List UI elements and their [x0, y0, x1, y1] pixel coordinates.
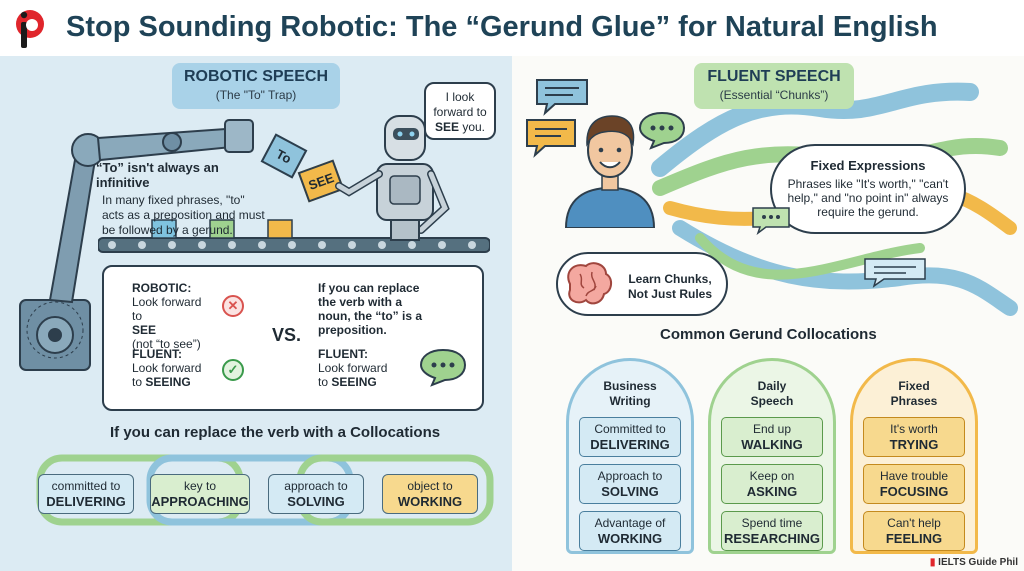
fluent-example-2-label: FLUENT:: [318, 347, 368, 361]
to-block-label: To: [273, 145, 295, 167]
collocation-chip-word: SOLVING: [287, 494, 345, 509]
person-icon: [564, 115, 656, 228]
comparison-box: ROBOTIC: Look forward to SEE (not “to se…: [102, 265, 484, 411]
business-writing-column: Business Writing Committed to DELIVERING…: [566, 358, 694, 554]
column-title: Business Writing: [603, 379, 657, 408]
speech-bubble-icon: [419, 348, 467, 387]
robotic-example-line2: to: [132, 309, 143, 323]
infinitive-note: “To” isn't always an infinitive In many …: [96, 160, 266, 238]
robot-bubble-see: SEE: [434, 120, 459, 134]
collocation-card: Approach to SOLVING: [579, 464, 681, 504]
collocation-card: End up WALKING: [721, 417, 823, 457]
cross-icon: ✕: [222, 295, 244, 317]
robotic-example-word: SEE: [132, 323, 157, 337]
gerund-collocations-heading: Common Gerund Collocations: [660, 326, 877, 343]
speech-bubble-icon: [864, 258, 926, 288]
fixed-expressions-heading: Fixed Expressions: [810, 158, 926, 173]
collocation-card: Spend time RESEARCHING: [721, 511, 823, 551]
page-title: Stop Sounding Robotic: The “Gerund Glue”…: [66, 11, 938, 43]
robotic-speech-label: ROBOTIC SPEECH (The "To" Trap): [172, 63, 340, 109]
replace-rule: If you can replace the verb with a noun,…: [318, 281, 422, 337]
fluent-example-word: SEEING: [145, 375, 191, 389]
robot-bubble-end: you.: [462, 120, 486, 134]
watermark-logo-icon: ▮: [929, 557, 936, 568]
logo-icon: [16, 10, 44, 48]
fixed-phrases-column: Fixed Phrases It's worth TRYING Have tro…: [850, 358, 978, 554]
fluent-example-2-word: SEEING: [331, 375, 377, 389]
column-title: Fixed Phrases: [890, 379, 938, 408]
header: Stop Sounding Robotic: The “Gerund Glue”…: [0, 0, 1024, 56]
speech-bubble-icon: [752, 207, 790, 235]
speech-bubble-icon: [536, 79, 588, 116]
learn-chunks-text: Learn Chunks, Not Just Rules: [622, 272, 718, 302]
learn-chunks-line2: Not Just Rules: [627, 287, 712, 301]
fixed-expressions-body: Phrases like "It's worth," "can't help,"…: [787, 177, 949, 219]
robotic-example-line1: Look forward: [132, 295, 202, 309]
fluent-example-2-line2: to: [318, 375, 329, 389]
collocation-chip-word: APPROACHING: [151, 494, 249, 509]
robotic-speech-title: ROBOTIC SPEECH: [183, 68, 328, 85]
speech-bubble-icon: [526, 119, 576, 158]
column-title: Daily Speech: [750, 379, 794, 408]
robotic-example: ROBOTIC: Look forward to SEE (not “to se…: [132, 281, 222, 351]
collocation-chip-word: DELIVERING: [46, 494, 126, 509]
collocation-card: Committed to DELIVERING: [579, 417, 681, 457]
collocation-chip-top: approach to: [284, 479, 348, 493]
fluent-example-line1: Look forward: [132, 361, 202, 375]
fluent-example-2: FLUENT: Look forward to SEEING: [318, 347, 408, 389]
robot-speech-bubble: I look forward to SEE you.: [424, 82, 496, 140]
fluent-example-2-line1: Look forward: [318, 361, 388, 375]
infinitive-note-heading: “To” isn't always an infinitive: [96, 160, 219, 190]
brain-icon: [567, 262, 612, 305]
fluent-speech-label: FLUENT SPEECH (Essential “Chunks”): [694, 63, 854, 109]
fixed-expressions-cloud: Fixed Expressions Phrases like "It's wor…: [770, 144, 966, 234]
daily-speech-column: Daily Speech End up WALKING Keep on ASKI…: [708, 358, 836, 554]
collocation-card: Advantage of WORKING: [579, 511, 681, 551]
left-collocations-heading: If you can replace the verb with a Collo…: [110, 424, 441, 441]
collocation-chip: approach to SOLVING: [268, 474, 364, 514]
robot-bubble-line2: forward to: [433, 105, 487, 119]
collocation-card: It's worth TRYING: [863, 417, 965, 457]
check-icon: ✓: [222, 359, 244, 381]
speech-bubble-icon: [638, 111, 686, 150]
infinitive-note-body: In many fixed phrases, "to" acts as a pr…: [102, 193, 265, 237]
fluent-example: FLUENT: Look forward to SEEING: [132, 347, 222, 389]
collocation-chip-word: WORKING: [397, 494, 463, 509]
see-block-label: SEE: [306, 169, 336, 193]
collocation-chip-top: object to: [407, 479, 453, 493]
robotic-example-label: ROBOTIC:: [132, 281, 192, 295]
fluent-example-label: FLUENT:: [132, 347, 182, 361]
robotic-speech-subtitle: (The "To" Trap): [215, 88, 297, 102]
collocation-chip: committed to DELIVERING: [38, 474, 134, 514]
conveyor-icon: [98, 219, 490, 253]
collocation-card: Can't help FEELING: [863, 511, 965, 551]
collocation-card: Have trouble FOCUSING: [863, 464, 965, 504]
collocation-chip: key to APPROACHING: [150, 474, 250, 514]
watermark: ▮ IELTS Guide Phil: [930, 557, 1018, 568]
collocation-chip: object to WORKING: [382, 474, 478, 514]
robot-arm-icon: [19, 119, 254, 371]
collocation-chip-top: key to: [183, 479, 216, 493]
robotic-example-note: (not “to see”): [132, 337, 201, 351]
fluent-speech-title: FLUENT SPEECH: [707, 68, 841, 85]
robot-bubble-line1: I look: [445, 90, 475, 104]
versus-label: VS.: [272, 325, 302, 345]
robot-icon: [335, 115, 450, 241]
fluent-example-line2: to: [132, 375, 143, 389]
watermark-text: IELTS Guide Phil: [938, 557, 1018, 568]
fluent-speech-subtitle: (Essential “Chunks”): [719, 88, 829, 102]
collocation-card: Keep on ASKING: [721, 464, 823, 504]
learn-chunks-line1: Learn Chunks,: [628, 272, 712, 286]
collocation-chip-top: committed to: [51, 479, 121, 493]
